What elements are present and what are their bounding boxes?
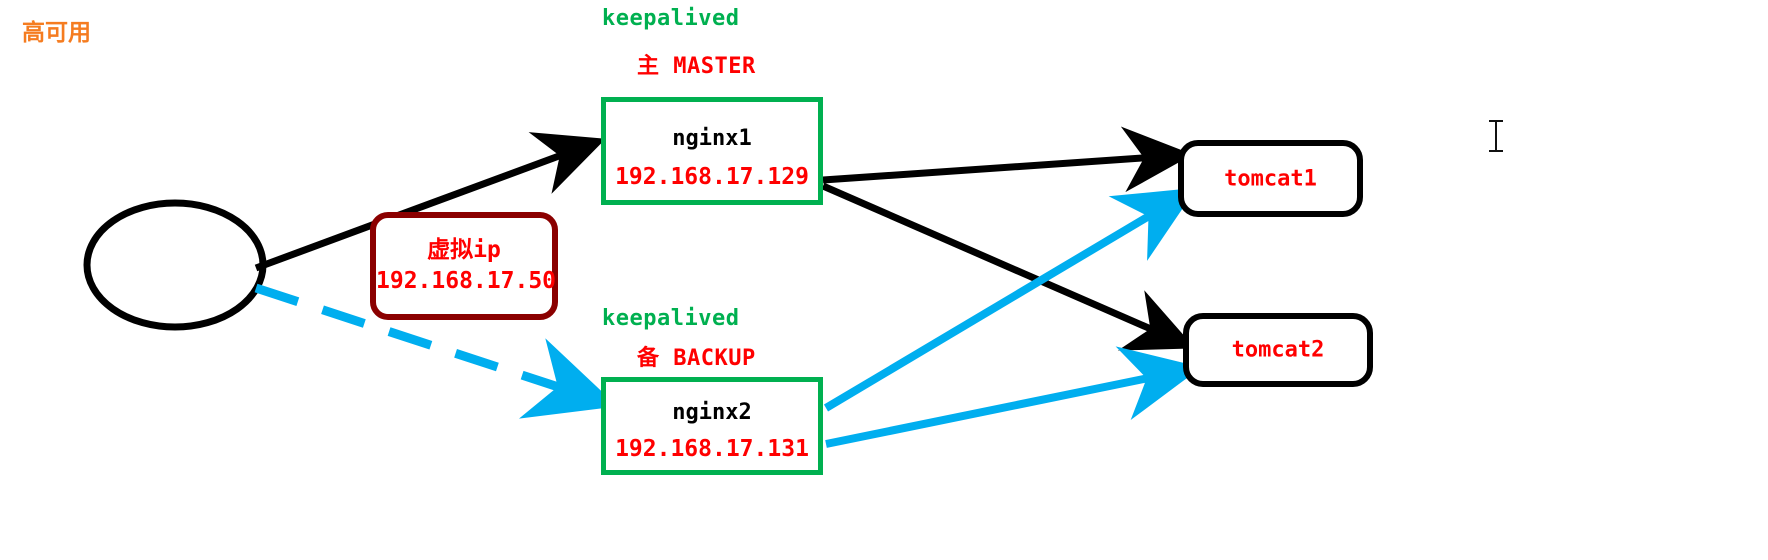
text-caret-cursor (1489, 120, 1503, 152)
role-label-backup: 备 BACKUP (637, 346, 756, 371)
tomcat2-box[interactable]: tomcat2 (1183, 313, 1373, 387)
edge-nginx2-tomcat2 (825, 346, 1202, 448)
virtual-ip-name: 虚拟ip (427, 237, 501, 263)
edge-client-nginx1 (254, 132, 606, 272)
edge-nginx2-tomcat1 (823, 187, 1197, 412)
keepalived-label-master: keepalived (602, 6, 740, 31)
role-label-master: 主 MASTER (637, 54, 756, 79)
nginx1-name: nginx1 (672, 126, 752, 151)
tomcat2-name: tomcat2 (1231, 337, 1325, 363)
tomcat1-box[interactable]: tomcat1 (1178, 140, 1363, 217)
edge-nginx1-tomcat2 (821, 182, 1196, 351)
virtual-ip-address: 192.168.17.50 (376, 268, 557, 294)
edge-nginx1-tomcat1 (822, 126, 1193, 193)
virtual-ip-box[interactable]: 虚拟ip 192.168.17.50 (370, 212, 558, 320)
tomcat1-name: tomcat1 (1224, 166, 1317, 191)
edge-client-nginx2 (254, 283, 618, 419)
nginx1-address: 192.168.17.129 (615, 164, 809, 190)
nginx2-box[interactable]: nginx2 192.168.17.131 (601, 377, 823, 475)
nginx1-box[interactable]: nginx1 192.168.17.129 (601, 97, 823, 205)
nginx2-address: 192.168.17.131 (615, 436, 809, 462)
keepalived-label-backup: keepalived (602, 306, 740, 331)
client-ellipse (83, 199, 267, 331)
page-title: 高可用 (22, 20, 91, 46)
nginx2-name: nginx2 (672, 400, 752, 425)
